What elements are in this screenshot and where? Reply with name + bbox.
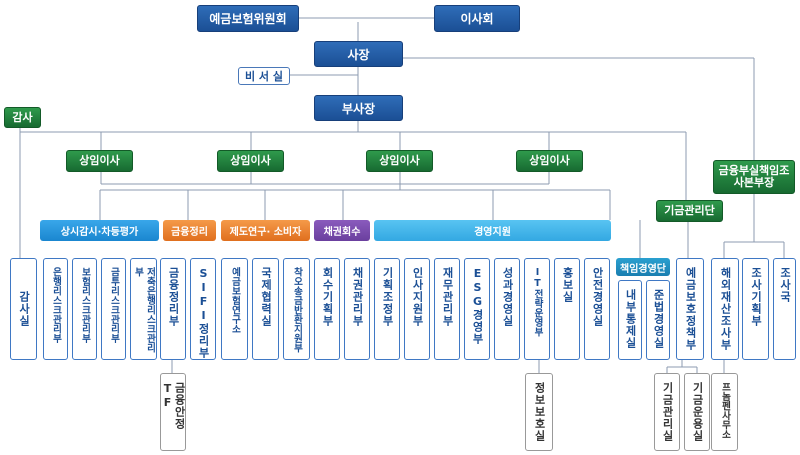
deposit-committee-label: 예금보험위원회 — [209, 12, 287, 26]
executive-2-box: 상임이사 — [217, 150, 284, 172]
dept-planning-coord: 기획조정부 — [374, 258, 400, 360]
executive-4-label: 상임이사 — [529, 154, 570, 167]
dept-planning-coord-label: 기획조정부 — [381, 267, 394, 327]
dept-investigation-bureau: 조사국 — [773, 258, 796, 360]
dept-overseas-asset: 해외재산조사부 — [711, 258, 739, 360]
dept-institute-label: 예금보험연구소 — [229, 267, 241, 334]
group-supervision-header: 상시감시·차등평가 — [40, 220, 159, 241]
audit-label: 감사 — [12, 110, 33, 124]
dept-mistransfer: 착오송금반환지원부 — [283, 258, 310, 360]
dept-esg: ESG경영부 — [464, 258, 490, 360]
dept-pr: 홍보실 — [554, 258, 580, 360]
dept-hr-support-label: 인사지원부 — [411, 267, 424, 327]
audit-box: 감사 — [4, 107, 41, 128]
secretary-label: 비 서 실 — [244, 70, 284, 83]
group-supervision-label: 상시감시·차등평가 — [60, 227, 139, 238]
group-management-label: 경영지원 — [474, 227, 511, 238]
executive-1-box: 상임이사 — [66, 150, 133, 172]
dept-bank-risk-label: 은행리스크관리부 — [50, 267, 62, 343]
dept-bank-risk: 은행리스크관리부 — [43, 258, 68, 360]
executive-3-label: 상임이사 — [379, 154, 420, 167]
dept-savings-risk: 저축은행리스크관리부 — [130, 258, 157, 360]
dept-audit-office-label: 감사실 — [17, 291, 31, 327]
dept-savings-risk-label: 저축은행리스크관리부 — [132, 267, 156, 353]
dept-insurance-risk: 보험리스크관리부 — [72, 258, 97, 360]
dept-investment-risk-label: 금투리스크관리부 — [108, 267, 120, 343]
dept-bond-mgmt: 채권관리부 — [344, 258, 370, 360]
dept-investigation-planning: 조사기획부 — [742, 258, 769, 360]
sub-fin-stability-tf-label: 금융안정TF — [161, 382, 186, 430]
dept-intl-coop-label: 국제협력실 — [259, 267, 273, 327]
sub-fund-mgmt-office: 기금관리실 — [654, 373, 680, 451]
board-box: 이사회 — [434, 5, 520, 32]
dept-investigation-bureau-label: 조사국 — [778, 267, 792, 303]
dept-compliance-label: 준법경영실 — [652, 289, 665, 349]
dept-institute: 예금보험연구소 — [221, 258, 248, 360]
executive-1-label: 상임이사 — [79, 154, 120, 167]
dept-sifi: SIFI정리부 — [190, 258, 216, 360]
sub-info-security-label: 정보보호실 — [533, 382, 546, 442]
dept-deposit-protection: 예금보호정책부 — [676, 258, 704, 360]
dept-compliance: 준법경영실 — [646, 280, 670, 360]
group-resolution-label: 금융정리 — [171, 227, 208, 238]
sub-fund-operation-label: 기금운용실 — [691, 382, 704, 442]
dept-internal-control-label: 내부통제실 — [624, 289, 637, 349]
sub-fin-stability-tf: 금융안정TF — [160, 373, 186, 451]
executive-4-box: 상임이사 — [516, 150, 583, 172]
fin-insolvency-head-label: 금융부실책임조사본부장 — [718, 164, 790, 189]
dept-intl-coop: 국제협력실 — [252, 258, 279, 360]
dept-fin-resolution: 금융정리부 — [160, 258, 186, 360]
group-recovery-header: 채권회수 — [314, 220, 370, 241]
group-research-label: 제도연구· 소비자 — [229, 227, 302, 238]
group-resolution-header: 금융정리 — [163, 220, 216, 241]
dept-pr-label: 홍보실 — [561, 267, 574, 303]
fund-mgmt-group-label: 기금관리단 — [664, 204, 715, 217]
sub-fund-operation: 기금운용실 — [684, 373, 710, 451]
dept-performance: 성과경영실 — [494, 258, 520, 360]
president-box: 사장 — [314, 41, 403, 67]
dept-safety-label: 안전경영실 — [591, 267, 604, 327]
sub-fund-mgmt-office-label: 기금관리실 — [661, 382, 674, 442]
dept-deposit-protection-label: 예금보호정책부 — [684, 267, 697, 351]
deposit-committee-box: 예금보험위원회 — [197, 5, 299, 32]
dept-internal-control: 내부통제실 — [618, 280, 642, 360]
dept-insurance-risk-label: 보험리스크관리부 — [79, 267, 91, 343]
executive-2-label: 상임이사 — [230, 154, 271, 167]
group-responsible-mgmt-label: 책임경영단 — [620, 263, 666, 275]
president-label: 사장 — [347, 47, 370, 62]
group-management-header: 경영지원 — [374, 220, 611, 241]
dept-it-strategy: IT전략운영부 — [524, 258, 550, 360]
sub-phnom-penh-office: 프놈펜사무소 — [711, 373, 738, 451]
dept-investigation-planning-label: 조사기획부 — [749, 267, 763, 327]
dept-bond-mgmt-label: 채권관리부 — [351, 267, 364, 327]
dept-sifi-label: SIFI정리부 — [197, 267, 210, 359]
group-recovery-label: 채권회수 — [323, 227, 361, 238]
fund-mgmt-group-box: 기금관리단 — [656, 200, 723, 222]
vice-president-label: 부사장 — [341, 101, 376, 116]
group-research-header: 제도연구· 소비자 — [221, 220, 310, 241]
board-label: 이사회 — [460, 12, 494, 26]
vice-president-box: 부사장 — [314, 95, 403, 121]
dept-hr-support: 인사지원부 — [404, 258, 430, 360]
dept-recovery-planning-label: 회수기획부 — [321, 267, 334, 327]
dept-esg-label: ESG경영부 — [471, 267, 484, 345]
executive-3-box: 상임이사 — [366, 150, 433, 172]
dept-it-strategy-label: IT전략운영부 — [532, 267, 543, 337]
dept-safety: 안전경영실 — [584, 258, 610, 360]
sub-info-security: 정보보호실 — [525, 373, 553, 451]
sub-phnom-penh-office-label: 프놈펜사무소 — [719, 382, 731, 439]
dept-mistransfer-label: 착오송금반환지원부 — [291, 267, 303, 353]
dept-audit-office: 감사실 — [10, 258, 37, 360]
dept-fin-resolution-label: 금융정리부 — [167, 267, 180, 327]
group-responsible-mgmt-header: 책임경영단 — [616, 258, 670, 276]
dept-investment-risk: 금투리스크관리부 — [101, 258, 126, 360]
dept-overseas-asset-label: 해외재산조사부 — [719, 267, 732, 351]
dept-recovery-planning: 회수기획부 — [314, 258, 340, 360]
secretary-box: 비 서 실 — [238, 67, 290, 85]
dept-finance-mgmt: 재무관리부 — [434, 258, 460, 360]
dept-performance-label: 성과경영실 — [501, 267, 514, 327]
dept-finance-mgmt-label: 재무관리부 — [441, 267, 454, 327]
fin-insolvency-head-box: 금융부실책임조사본부장 — [713, 160, 795, 194]
